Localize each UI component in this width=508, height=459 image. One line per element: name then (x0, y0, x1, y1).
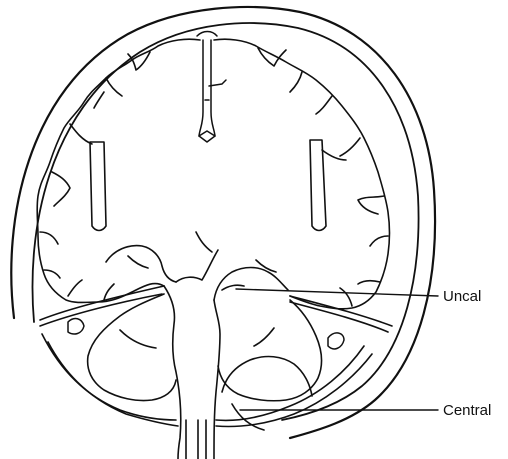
uncal-leader-line (236, 289, 438, 296)
left-temporal-lobe (106, 246, 176, 282)
left-sinus (68, 319, 84, 334)
left-sulcus-2 (94, 78, 122, 108)
brainstem-right-edge (214, 300, 220, 459)
falx-inferior-sinus (199, 131, 215, 142)
cerebellum (88, 294, 322, 401)
right-lateral-ventricle (310, 140, 346, 231)
left-hemisphere (37, 39, 200, 302)
left-cortex-surface (37, 39, 200, 302)
central-herniation-fold (222, 357, 312, 396)
right-sinus (328, 333, 344, 349)
left-sulcus-4 (52, 172, 70, 206)
brainstem (164, 286, 220, 459)
falx-cerebri (197, 32, 226, 143)
right-cerebellum (218, 300, 322, 401)
right-sulcus-2 (290, 72, 302, 92)
midline-notch (176, 250, 218, 282)
right-sulcus-3 (316, 96, 332, 114)
skull-base (42, 334, 372, 430)
central-label: Central (443, 402, 491, 419)
right-sulcus-5 (358, 196, 384, 214)
left-lateral-ventricle (90, 142, 106, 231)
brainstem-left-edge (164, 286, 181, 459)
left-cerebellum (88, 294, 176, 401)
uncus (214, 268, 288, 301)
left-sulcus-5 (40, 232, 58, 244)
uncal-label: Uncal (443, 288, 481, 305)
tentorial-sinuses (68, 319, 344, 349)
skull-inner-contour (32, 23, 418, 420)
left-sulcus-3 (70, 124, 92, 144)
left-sulcus-6 (44, 270, 82, 296)
right-sulcus-1 (258, 48, 286, 66)
right-sulcus-4 (340, 138, 360, 156)
skull (11, 7, 435, 438)
right-sulcus-6 (370, 236, 388, 246)
